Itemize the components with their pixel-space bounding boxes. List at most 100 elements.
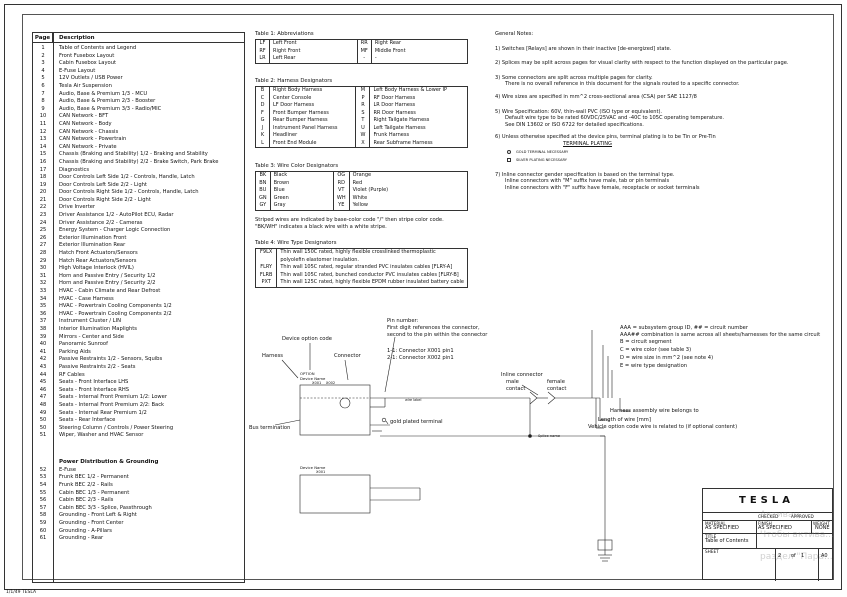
index-page-number: 30: [39, 265, 47, 272]
plating-silver: SILVER PLATING NECESSARY: [495, 156, 789, 164]
index-page-number: 45: [39, 379, 47, 386]
drawing-frame: [4, 4, 842, 590]
note-7a: 7) Inline connector gender specification…: [495, 171, 675, 178]
table-cell: D: [260, 102, 265, 108]
index-page-number: 55: [39, 489, 47, 496]
table3-title: Table 3: Wire Color Designators: [255, 163, 339, 169]
index-page-number: 32: [39, 280, 47, 287]
index-page-number: 19: [39, 181, 47, 188]
index-page-description: Steering Column / Controls / Power Steer…: [59, 424, 174, 431]
index-page-description: Hatch Rear Actuators/Sensors: [59, 257, 137, 264]
table-cell: Left Front: [269, 39, 358, 48]
legend-aaa-6: E = wire type designation: [620, 363, 688, 369]
legend-aaa-3: B = circuit segment: [620, 339, 672, 345]
table-cell: OG: [332, 171, 350, 180]
index-page-number: 18: [39, 174, 47, 181]
index-page-description: CAN Network - Body: [59, 120, 112, 127]
table-cell: Frunk Harness: [369, 132, 468, 140]
table-cell: Left Tailgate Harness: [369, 124, 468, 132]
table-cell: RF: [259, 47, 266, 54]
index-page-description: Audio, Base & Premium 2/3 - Booster: [59, 98, 156, 105]
weight-label: WEIGHT: [813, 521, 830, 526]
table-cell: T: [355, 117, 370, 125]
index-page-number: 24: [39, 219, 47, 226]
table-cell: G: [260, 117, 265, 123]
index-row: 26 Exterior Illumination Front: [33, 235, 244, 243]
index-section-title: Power Distribution & Grounding: [59, 458, 159, 465]
index-page-number: 51: [39, 432, 47, 439]
table-cell: Thin wall 105C rated, bunched conductor …: [276, 271, 468, 279]
index-page-description: Seats - Front Interface LHS: [59, 379, 129, 386]
pin-number-line2: second to the pin within the connector: [387, 332, 488, 338]
index-page-number: 59: [39, 520, 47, 527]
notes-title: General Notes:: [495, 31, 534, 37]
index-page-number: 26: [39, 234, 47, 241]
index-header-page: Page: [33, 33, 53, 42]
index-page-number: 17: [39, 166, 47, 173]
device-name-label-2: Device Name: [300, 465, 326, 470]
table-cell: F: [261, 109, 264, 116]
title-label: TITLE: [705, 534, 717, 539]
index-page-number: 33: [39, 288, 47, 294]
index-page-number: 39: [39, 333, 47, 340]
table-cell: W: [355, 132, 370, 140]
index-page-description: E-Fuse Layout: [59, 67, 96, 74]
wire-label-text: wire label: [405, 398, 422, 402]
index-page-number: 37: [39, 318, 47, 325]
index-page-number: 57: [39, 504, 47, 511]
index-page-number: 58: [39, 512, 47, 519]
index-page-description: Seats - Internal Front Premium 2/2: Back: [59, 401, 165, 408]
index-page-description: Instrument Cluster / LIN: [59, 318, 121, 325]
index-page-description: Cabin BEC 2/3 - Rails: [59, 497, 114, 504]
index-page-description: Passive Restraints 1/2 - Sensors, Squibs: [59, 356, 163, 363]
index-page-number: 3: [41, 60, 45, 67]
note-5a: 5) Wire Specification: 60V, thin-wall PV…: [495, 108, 663, 115]
legend-aaa-1: AAA = subsystem group ID, ## = circuit n…: [620, 325, 748, 331]
length-wire-label: Length of wire [mm]: [598, 417, 651, 423]
index-page-description: Cabin Fusebox Layout: [59, 60, 117, 67]
index-divider: [53, 33, 54, 582]
index-page-description: High Voltage Interlock (HVIL): [59, 265, 134, 272]
table-cell: polyolefin elastomer insulation.: [276, 256, 468, 264]
table-cell: LF: [259, 40, 266, 46]
table-cell: Gray: [269, 202, 334, 210]
index-row: 37 Instrument Cluster / LIN: [33, 318, 244, 326]
table-cell: -: [370, 55, 468, 63]
index-page-number: 50: [39, 417, 47, 424]
inline-connector-label: Inline connector: [501, 372, 543, 378]
index-page-description: Exterior Illumination Front: [59, 234, 127, 241]
index-page-number: 4: [41, 67, 45, 74]
harness-wire-label: Harness assembly wire belongs to: [610, 408, 699, 414]
index-page-description: Exterior Illumination Rear: [59, 242, 126, 249]
table-cell: MF: [356, 47, 372, 55]
table-cell: P: [355, 94, 370, 102]
index-page-description: Seats - Front Interface RHS: [59, 386, 130, 393]
table-cell: Headliner: [268, 132, 356, 140]
note-5c: See DIN 13602 or ISO 6722 for detailed s…: [505, 121, 644, 128]
device-option-label: Device option code: [282, 336, 332, 342]
table-cell: -: [356, 55, 372, 63]
table-cell: Rear Subframe Harness: [369, 139, 468, 148]
